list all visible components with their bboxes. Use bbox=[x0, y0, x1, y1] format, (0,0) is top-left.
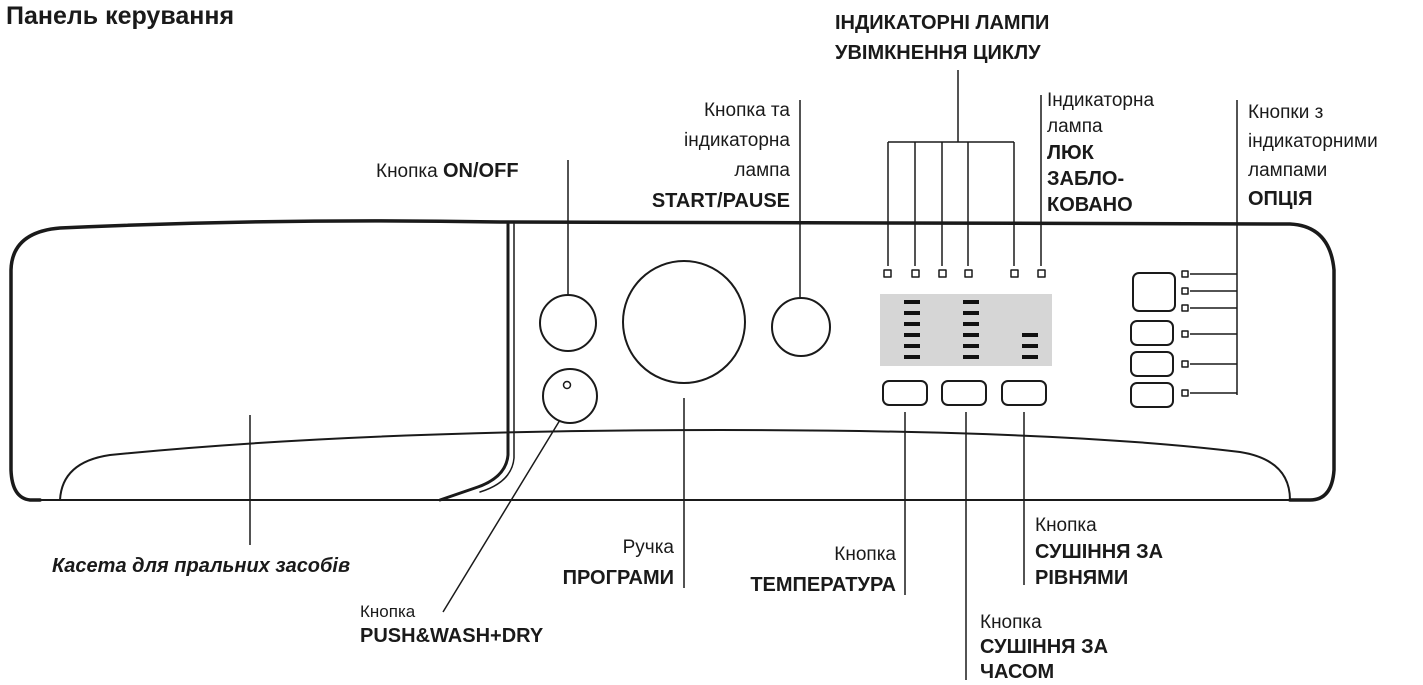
option-button bbox=[1130, 382, 1174, 408]
label-temperature: Кнопка ТЕМПЕРАТУРА bbox=[750, 544, 896, 596]
panel-outline bbox=[9, 219, 1336, 502]
label-option-buttons: Кнопки з індикаторними лампами ОПЦІЯ bbox=[1248, 102, 1378, 210]
label-door-locked: Індикаторна лампа ЛЮК ЗАБЛО- КОВАНО bbox=[1047, 90, 1155, 216]
cycle-lamp bbox=[1010, 269, 1019, 278]
cycle-lamp bbox=[911, 269, 920, 278]
start-pause-button bbox=[771, 297, 831, 357]
option-button bbox=[1130, 320, 1174, 346]
label-dry-time: Кнопка СУШІННЯ ЗА ЧАСОМ bbox=[980, 612, 1109, 683]
program-knob bbox=[622, 260, 746, 384]
cycle-lamp bbox=[883, 269, 892, 278]
door-lamp bbox=[1037, 269, 1046, 278]
drawer-divider bbox=[438, 222, 510, 502]
leader-push-wash bbox=[442, 419, 561, 613]
page-title: Панель керування bbox=[6, 2, 235, 30]
push-wash-button bbox=[542, 368, 598, 424]
on-off-button bbox=[539, 294, 597, 352]
cycle-lamp bbox=[938, 269, 947, 278]
label-push-wash: Кнопка PUSH&WASH+DRY bbox=[360, 602, 544, 647]
temperature-button bbox=[882, 380, 928, 406]
label-program-knob: Ручка ПРОГРАМИ bbox=[562, 537, 674, 589]
cycle-lamp bbox=[964, 269, 973, 278]
option-lamp bbox=[1181, 389, 1189, 397]
display-window bbox=[880, 294, 1052, 366]
label-start-pause: Кнопка та індикаторна лампа START/PAUSE bbox=[651, 100, 790, 212]
option-lamp bbox=[1181, 287, 1189, 295]
option-button bbox=[1132, 272, 1176, 312]
display-segments bbox=[904, 300, 1038, 359]
option-lamp bbox=[1181, 270, 1189, 278]
label-detergent-drawer: Касета для пральних засобів bbox=[52, 555, 351, 577]
label-dry-levels: Кнопка СУШІННЯ ЗА РІВНЯМИ bbox=[1035, 515, 1164, 589]
option-lamp bbox=[1181, 304, 1189, 312]
label-on-off: Кнопка ON/OFF bbox=[376, 160, 519, 182]
panel-lower-curve bbox=[59, 429, 1291, 501]
label-cycle-lamps: ІНДИКАТОРНІ ЛАМПИ УВІМКНЕННЯ ЦИКЛУ bbox=[835, 12, 1050, 64]
option-lamp bbox=[1181, 360, 1189, 368]
option-lamp bbox=[1181, 330, 1189, 338]
dry-time-button bbox=[1001, 380, 1047, 406]
option-button bbox=[1130, 351, 1174, 377]
dry-levels-button bbox=[941, 380, 987, 406]
